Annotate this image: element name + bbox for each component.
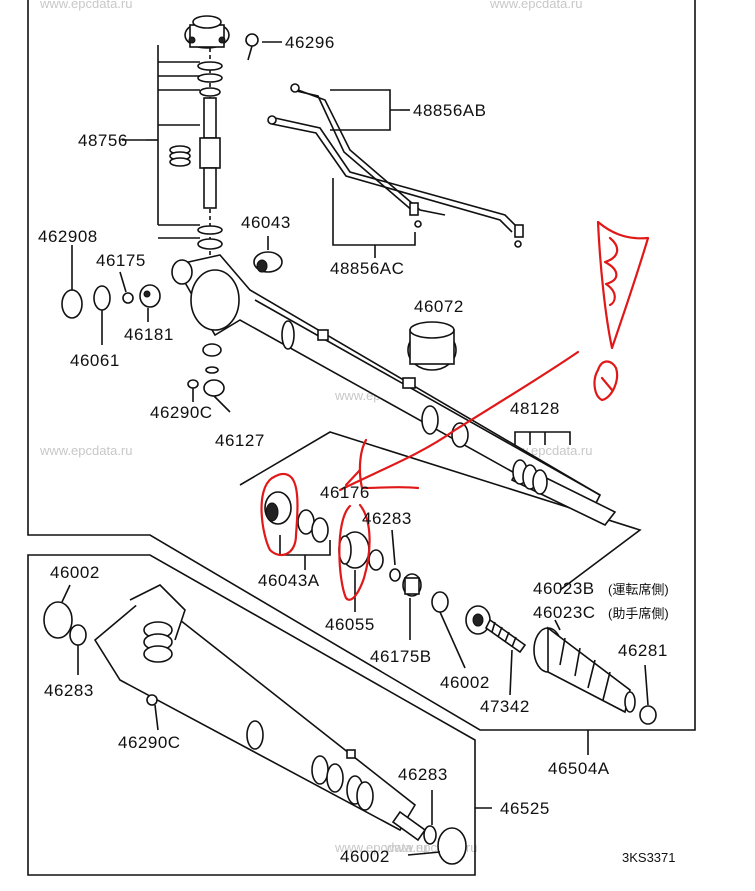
ring-46283 (389, 568, 401, 582)
label-47342: 47342 (480, 697, 530, 716)
nut-46002 (431, 591, 449, 613)
label-46181: 46181 (124, 325, 174, 344)
bolt-46290c (187, 379, 199, 389)
label-46002-bot: 46002 (340, 847, 390, 866)
label-46283-mid: 46283 (362, 509, 412, 528)
label-46002-mid: 46002 (440, 673, 490, 692)
cap-46127 (203, 379, 225, 397)
bracket-48128 (514, 431, 571, 445)
label-46023c: 46023C (533, 603, 596, 622)
label-462908: 462908 (38, 227, 98, 246)
valve-housing (184, 15, 230, 49)
label-46504a: 46504A (548, 759, 610, 778)
label-46043a: 46043A (258, 571, 320, 590)
label-48756: 48756 (78, 131, 128, 150)
bushing-46043 (253, 251, 283, 273)
seal-46002-bot (437, 827, 467, 865)
label-46296: 46296 (285, 33, 335, 52)
assembly-border (27, 0, 696, 731)
label-46023c-note: (助手席側) (608, 606, 669, 621)
tie-rod-46023 (465, 605, 527, 654)
pipe-upper (297, 89, 446, 216)
rack-housing-46525 (93, 584, 417, 832)
label-48856ac: 48856AC (330, 259, 404, 278)
red-annotation (260, 220, 650, 601)
seal-462908 (61, 289, 83, 319)
label-48856ab: 48856AB (413, 101, 486, 120)
bracket-48856ac (332, 178, 416, 258)
bushing-46072 (407, 321, 457, 371)
label-46072: 46072 (414, 297, 464, 316)
seal-small (202, 343, 222, 357)
label-46525: 46525 (500, 799, 550, 818)
kit-46043a (264, 491, 329, 543)
label-46055: 46055 (325, 615, 375, 634)
watermark: www.epcdata.ru (39, 0, 133, 11)
nut-46175b (402, 573, 422, 597)
plug-46181 (139, 284, 161, 308)
clamp-46281 (639, 705, 657, 725)
washer-46175 (122, 292, 134, 304)
label-46283-bot: 46283 (398, 765, 448, 784)
label-46290c-bot: 46290C (118, 733, 181, 752)
diagram-code: 3KS3371 (622, 850, 676, 865)
label-46023b: 46023B (533, 579, 595, 598)
label-46023b-note: (運転席側) (608, 582, 669, 597)
ring-46283-bot (423, 825, 437, 845)
watermark: www.epcdata.ru (39, 443, 133, 458)
label-46283-left: 46283 (44, 681, 94, 700)
bearing-46061 (93, 285, 111, 311)
ring-46283-left (69, 624, 87, 646)
label-48128: 48128 (510, 399, 560, 418)
kit-box (239, 431, 642, 591)
label-46061: 46061 (70, 351, 120, 370)
bracket-48756 (157, 45, 200, 239)
label-46175b: 46175B (370, 647, 432, 666)
label-46127: 46127 (215, 431, 265, 450)
label-46043: 46043 (241, 213, 291, 232)
label-46002-top: 46002 (50, 563, 100, 582)
watermark: www.epcdata.ru (489, 0, 583, 11)
kit-46055 (338, 531, 384, 571)
bolt-46296 (245, 33, 259, 61)
seal-46002-top (43, 601, 73, 639)
label-46281: 46281 (618, 641, 668, 660)
label-46290c-top: 46290C (150, 403, 213, 422)
bracket-48856ab (330, 89, 400, 131)
label-46175: 46175 (96, 251, 146, 270)
watermark: www.epcdata.ru (334, 840, 428, 855)
label-46176: 46176 (320, 483, 370, 502)
boot-46023 (533, 626, 636, 714)
